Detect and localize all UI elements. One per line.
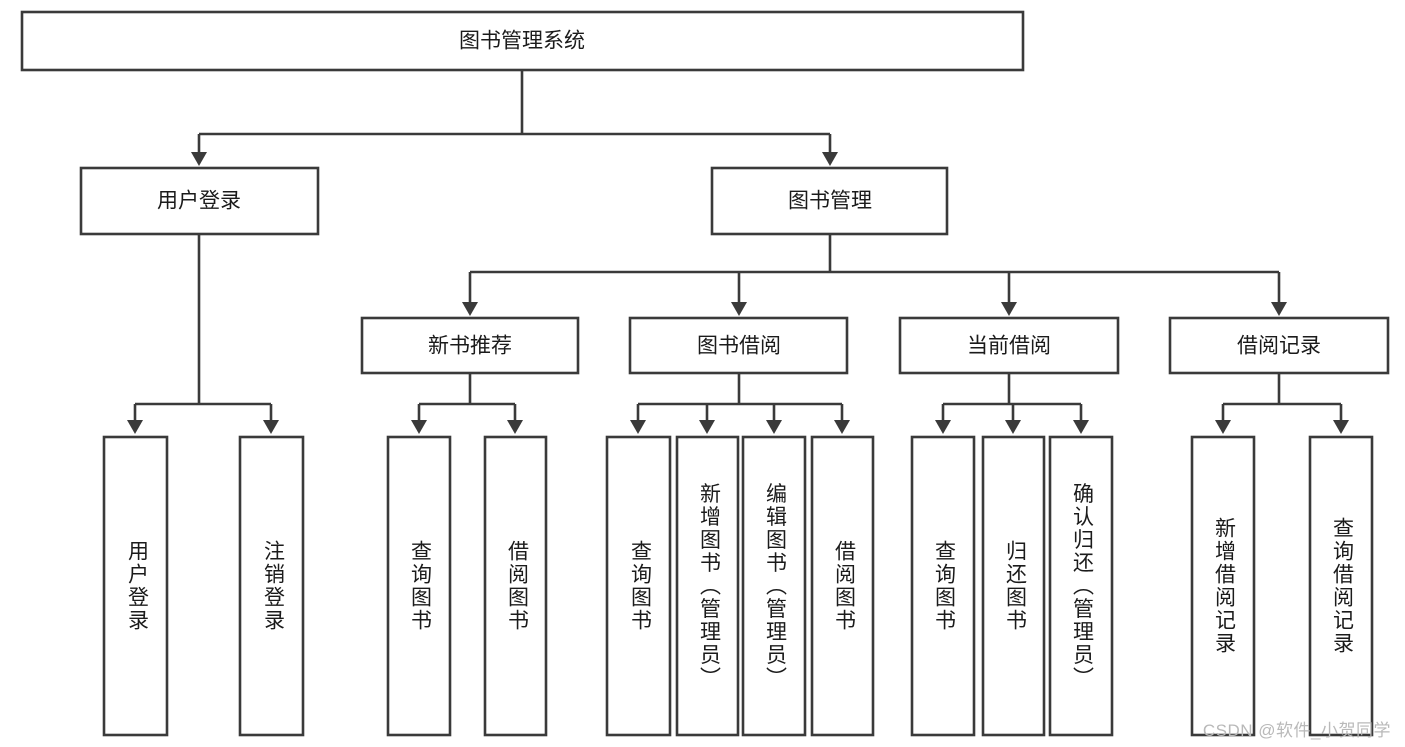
- connectors: [127, 70, 1349, 434]
- node-book-management-label: 图书管理: [788, 190, 872, 213]
- leaf-return-book[interactable]: 归还图书: [981, 435, 1046, 737]
- edge-records-bus: [1223, 373, 1341, 406]
- leaf-logout-label: 注销登录: [261, 540, 285, 632]
- node-root-label: 图书管理系统: [459, 30, 585, 53]
- leaf-confirm-return-admin-box[interactable]: [1048, 435, 1114, 737]
- leaf-add-borrow-record-label: 新增借阅记录: [1212, 517, 1236, 655]
- node-new-book-recommend-box[interactable]: [360, 316, 580, 375]
- leaf-query-book-borrow[interactable]: 查询图书: [605, 435, 672, 737]
- leaf-borrow-book[interactable]: 借阅图书: [810, 435, 875, 737]
- node-root[interactable]: 图书管理系统: [20, 10, 1025, 72]
- node-user-login-box[interactable]: [79, 166, 320, 236]
- leaf-query-book-borrow-box[interactable]: [605, 435, 672, 737]
- leaf-edit-book-admin-label: 编辑图书（管理员）: [763, 483, 787, 690]
- leaf-query-book-current-box[interactable]: [910, 435, 976, 737]
- leaf-borrow-book-label: 借阅图书: [832, 540, 856, 632]
- leaf-query-book-borrow-label: 查询图书: [628, 540, 652, 632]
- node-borrow-records[interactable]: 借阅记录: [1168, 316, 1390, 375]
- leaf-edit-book-admin-box[interactable]: [741, 435, 807, 737]
- leaf-borrow-book-recommend-box[interactable]: [483, 435, 548, 737]
- leaf-return-book-box[interactable]: [981, 435, 1046, 737]
- node-user-login[interactable]: 用户登录: [79, 166, 320, 236]
- edge-root-bus: [199, 70, 830, 136]
- edge-newbook-bus: [419, 373, 515, 406]
- leaf-query-borrow-record[interactable]: 查询借阅记录: [1308, 435, 1374, 737]
- node-current-borrow-box[interactable]: [898, 316, 1120, 375]
- edge-bookmgmt-bus: [470, 234, 1279, 274]
- leaf-add-book-admin-label: 新增图书（管理员）: [697, 483, 721, 690]
- leaf-return-book-label: 归还图书: [1003, 540, 1027, 632]
- leaf-add-borrow-record-box[interactable]: [1190, 435, 1256, 737]
- leaf-borrow-book-recommend-label: 借阅图书: [505, 540, 529, 632]
- node-book-management[interactable]: 图书管理: [710, 166, 949, 236]
- node-current-borrow-label: 当前借阅: [967, 335, 1051, 358]
- leaf-add-book-admin[interactable]: 新增图书（管理员）: [675, 435, 740, 737]
- edge-current-bus: [943, 373, 1081, 406]
- leaf-query-book-recommend[interactable]: 查询图书: [386, 435, 452, 737]
- node-book-borrow[interactable]: 图书借阅: [628, 316, 849, 375]
- leaf-confirm-return-admin-label: 确认归还（管理员）: [1070, 483, 1094, 690]
- node-book-borrow-box[interactable]: [628, 316, 849, 375]
- node-new-book-recommend[interactable]: 新书推荐: [360, 316, 580, 375]
- leaf-query-borrow-record-box[interactable]: [1308, 435, 1374, 737]
- leaf-user-login-label: 用户登录: [125, 540, 149, 632]
- node-borrow-records-box[interactable]: [1168, 316, 1390, 375]
- leaf-query-book-recommend-box[interactable]: [386, 435, 452, 737]
- edge-userlogin-bus: [135, 234, 271, 406]
- node-root-box[interactable]: [20, 10, 1025, 72]
- edge-borrow-bus: [638, 373, 842, 406]
- node-user-login-label: 用户登录: [157, 190, 241, 213]
- node-borrow-records-label: 借阅记录: [1237, 335, 1321, 358]
- node-current-borrow[interactable]: 当前借阅: [898, 316, 1120, 375]
- leaf-edit-book-admin[interactable]: 编辑图书（管理员）: [741, 435, 807, 737]
- leaf-user-login-box[interactable]: [102, 435, 169, 737]
- leaf-user-login[interactable]: 用户登录: [102, 435, 169, 737]
- leaf-confirm-return-admin[interactable]: 确认归还（管理员）: [1048, 435, 1114, 737]
- leaf-query-book-current[interactable]: 查询图书: [910, 435, 976, 737]
- leaf-add-borrow-record[interactable]: 新增借阅记录: [1190, 435, 1256, 737]
- node-book-borrow-label: 图书借阅: [697, 335, 781, 358]
- leaf-add-book-admin-box[interactable]: [675, 435, 740, 737]
- node-new-book-recommend-label: 新书推荐: [428, 335, 512, 358]
- leaf-query-book-current-label: 查询图书: [932, 540, 956, 632]
- leaf-logout-box[interactable]: [238, 435, 305, 737]
- leaf-query-book-recommend-label: 查询图书: [408, 540, 432, 632]
- node-book-management-box[interactable]: [710, 166, 949, 236]
- leaf-logout[interactable]: 注销登录: [238, 435, 305, 737]
- leaf-query-borrow-record-label: 查询借阅记录: [1330, 517, 1354, 655]
- leaf-borrow-book-box[interactable]: [810, 435, 875, 737]
- leaf-borrow-book-recommend[interactable]: 借阅图书: [483, 435, 548, 737]
